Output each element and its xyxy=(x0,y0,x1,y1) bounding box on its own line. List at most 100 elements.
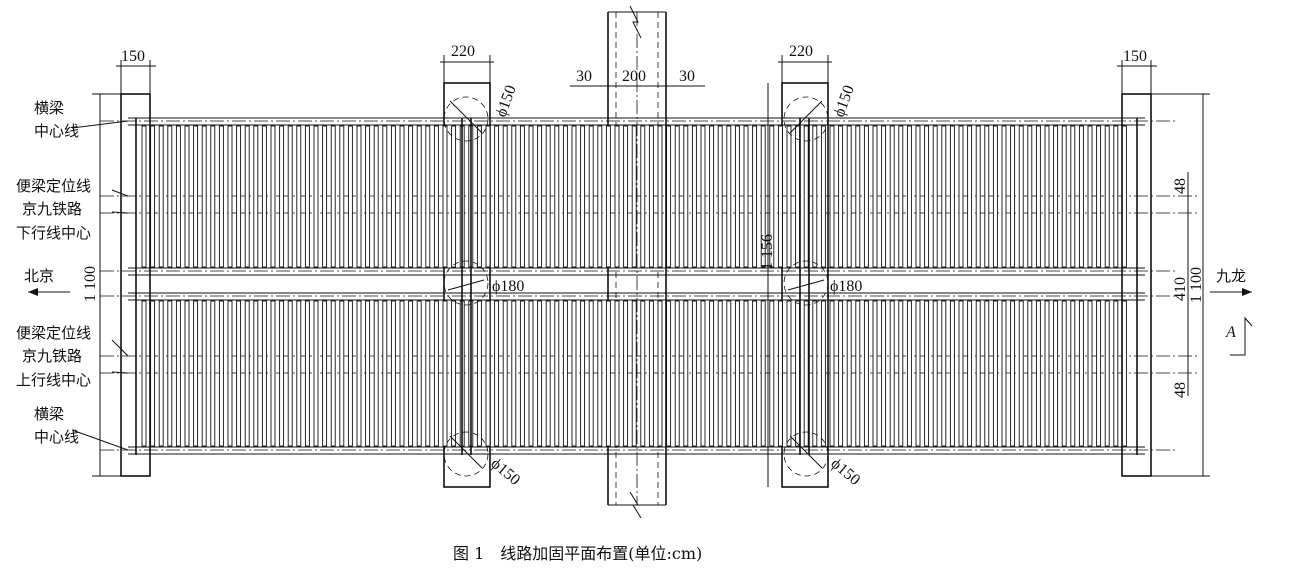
sleeper-tie xyxy=(296,300,302,447)
sleeper-tie xyxy=(924,300,930,447)
break-mark-bottom xyxy=(629,491,642,519)
sleeper-tie xyxy=(150,300,156,447)
pile-circle xyxy=(783,96,829,142)
sleeper-tie xyxy=(958,125,964,268)
sleeper-tie xyxy=(640,300,646,447)
dim-channel: 200 xyxy=(622,68,646,85)
sleeper-tie xyxy=(855,300,861,447)
dim-height-right: 1 100 xyxy=(1188,267,1205,303)
sleeper-tie xyxy=(760,300,766,447)
sleeper-tie xyxy=(287,300,293,447)
sleeper-tie xyxy=(296,125,302,268)
sleeper-tie xyxy=(726,125,732,268)
sleeper-tie xyxy=(193,300,199,447)
sleeper-tie xyxy=(1070,300,1076,447)
label-track-up-2: 上行线中心 xyxy=(16,371,91,389)
dim-pile-bottom-left: ϕ150 xyxy=(487,455,523,489)
sleeper-tie xyxy=(820,300,826,447)
sleeper-tie xyxy=(915,125,921,268)
sleeper-tie xyxy=(640,125,646,268)
sleeper-tie xyxy=(1096,125,1102,268)
upper-sleepers xyxy=(141,125,1127,268)
dim-pier-right: 220 xyxy=(789,43,813,60)
sleeper-tie xyxy=(1018,125,1024,268)
sleeper-tie xyxy=(313,125,319,268)
piles xyxy=(443,96,829,477)
sleeper-tie xyxy=(709,300,715,447)
dim-offset-bottom: 48 xyxy=(1172,382,1189,398)
sleeper-tie xyxy=(597,125,603,268)
sleeper-tie xyxy=(967,300,973,447)
pile-circle xyxy=(783,260,829,306)
sleeper-tie xyxy=(881,300,887,447)
sleeper-tie xyxy=(442,300,448,447)
sleeper-tie xyxy=(795,125,801,268)
sleeper-tie xyxy=(760,125,766,268)
dim-pile-mid-right: ϕ180 xyxy=(830,278,862,295)
sleeper-tie xyxy=(253,300,259,447)
sleeper-tie xyxy=(1121,300,1127,447)
sleeper-tie xyxy=(949,300,955,447)
sleeper-tie xyxy=(1113,300,1119,447)
sleeper-tie xyxy=(605,125,611,268)
pile-circle xyxy=(783,431,829,477)
sleeper-tie xyxy=(528,125,534,268)
sleeper-tie xyxy=(941,300,947,447)
sleeper-tie xyxy=(485,125,491,268)
sleeper-tie xyxy=(1087,125,1093,268)
sleeper-tie xyxy=(279,125,285,268)
dim-height-mid: 1 156 xyxy=(759,234,776,270)
sleeper-tie xyxy=(425,300,431,447)
sleeper-tie xyxy=(141,300,147,447)
lower-sleepers xyxy=(141,300,1127,447)
sleeper-tie xyxy=(631,125,637,268)
sleeper-tie xyxy=(614,125,620,268)
sleeper-tie xyxy=(201,300,207,447)
sleeper-tie xyxy=(150,125,156,268)
sleeper-tie xyxy=(812,300,818,447)
sleeper-tie xyxy=(1001,125,1007,268)
sleeper-tie xyxy=(537,300,543,447)
sleeper-tie xyxy=(949,125,955,268)
sleeper-tie xyxy=(562,300,568,447)
sleeper-tie xyxy=(287,125,293,268)
sleeper-tie xyxy=(846,125,852,268)
sleeper-tie xyxy=(820,125,826,268)
sleeper-tie xyxy=(769,300,775,447)
sleeper-tie xyxy=(227,125,233,268)
label-section-a: A xyxy=(1225,324,1236,341)
sleeper-tie xyxy=(717,125,723,268)
sleeper-tie xyxy=(416,125,422,268)
lower-deck xyxy=(100,292,1200,455)
sleeper-tie xyxy=(838,300,844,447)
sleeper-tie xyxy=(365,300,371,447)
sleeper-tie xyxy=(347,125,353,268)
sleeper-tie xyxy=(984,125,990,268)
dim-gap-left: 30 xyxy=(576,68,592,85)
sleeper-tie xyxy=(356,300,362,447)
sleeper-tie xyxy=(382,125,388,268)
sleeper-tie xyxy=(666,300,672,447)
pile-circle xyxy=(443,431,489,477)
sleeper-tie xyxy=(992,300,998,447)
sleeper-tie xyxy=(279,300,285,447)
sleeper-tie xyxy=(1053,300,1059,447)
dim-abut-left: 150 xyxy=(121,48,145,65)
dim-pile-top-left: ϕ150 xyxy=(493,83,520,119)
sleeper-tie xyxy=(812,125,818,268)
sleeper-tie xyxy=(545,125,551,268)
sleeper-tie xyxy=(1078,125,1084,268)
sleeper-tie xyxy=(580,300,586,447)
sleeper-tie xyxy=(1027,125,1033,268)
sleeper-tie xyxy=(554,300,560,447)
sleeper-tie xyxy=(451,125,457,268)
sleeper-tie xyxy=(657,125,663,268)
sleeper-tie xyxy=(408,300,414,447)
label-beam-bottom-1: 横梁 xyxy=(34,405,64,423)
sleeper-tie xyxy=(218,300,224,447)
sleeper-tie xyxy=(648,300,654,447)
sleeper-tie xyxy=(786,125,792,268)
sleeper-tie xyxy=(442,125,448,268)
direction-arrows xyxy=(28,288,1253,356)
sleeper-tie xyxy=(236,300,242,447)
